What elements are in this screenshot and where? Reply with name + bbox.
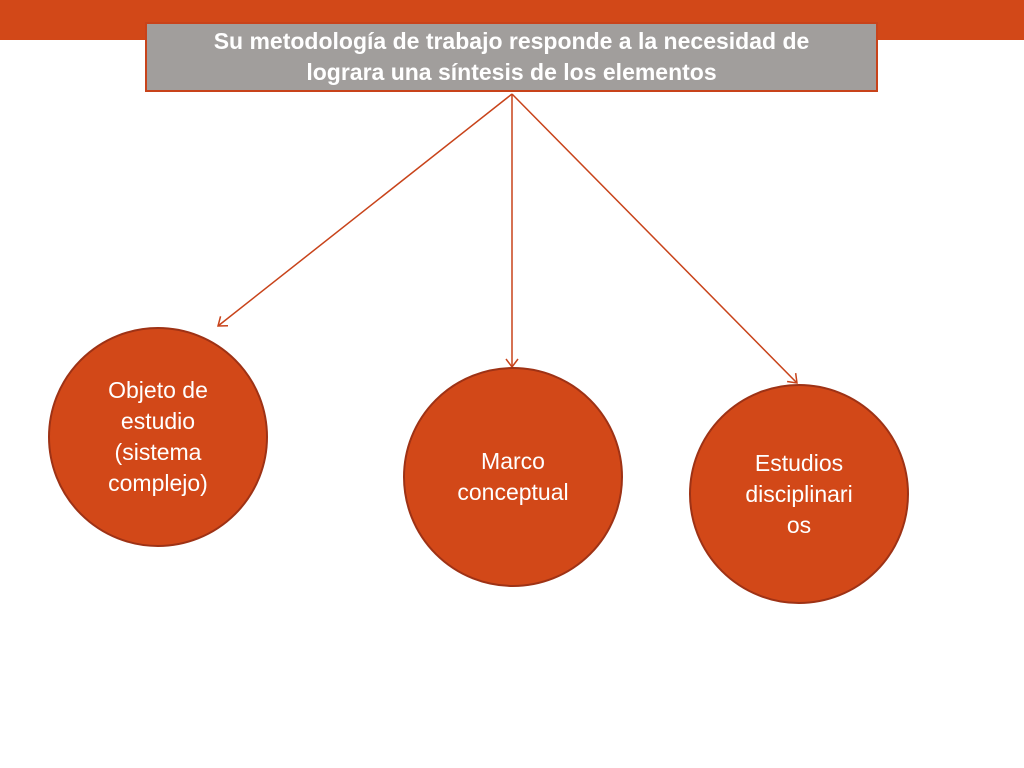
- node-label: Estudios disciplinari os: [745, 449, 853, 538]
- title-box: Su metodología de trabajo responde a la …: [145, 22, 878, 92]
- node-label: Objeto de estudio (sistema complejo): [108, 377, 208, 496]
- node-objeto-de-estudio: Objeto de estudio (sistema complejo): [48, 327, 268, 547]
- connector-to-estudios: [511, 93, 798, 384]
- node-label: Marco conceptual: [457, 448, 569, 505]
- node-marco-conceptual: Marco conceptual: [403, 367, 623, 587]
- node-estudios-disciplinarios: Estudios disciplinari os: [689, 384, 909, 604]
- connector-to-objeto: [217, 93, 513, 327]
